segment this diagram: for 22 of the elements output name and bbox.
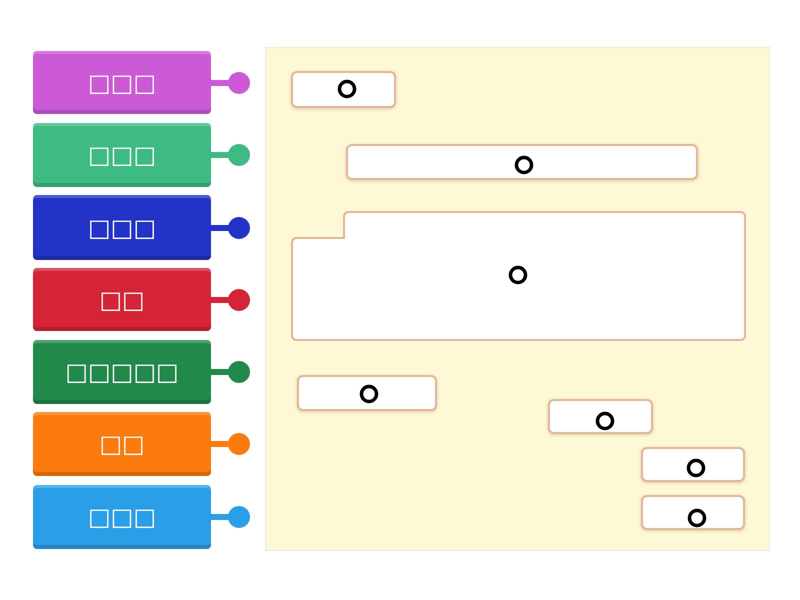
word-tile bbox=[33, 268, 211, 331]
tile-label: □□ bbox=[99, 430, 145, 458]
drop-slot bbox=[641, 495, 745, 530]
tile-label: □□□□□ bbox=[65, 358, 179, 386]
drop-slot bbox=[291, 71, 396, 108]
tile-label: □□ bbox=[99, 286, 145, 314]
tile-label: □□□ bbox=[88, 141, 156, 169]
word-tile bbox=[33, 485, 211, 549]
tile-label: □□□ bbox=[88, 503, 156, 531]
tile-label: □□□ bbox=[88, 68, 156, 96]
word-tile bbox=[33, 340, 211, 404]
tile-label: □□□ bbox=[88, 214, 156, 242]
drop-slot bbox=[297, 375, 437, 411]
drop-slot bbox=[291, 211, 746, 341]
word-tile bbox=[33, 412, 211, 476]
word-tile bbox=[33, 195, 211, 260]
drop-slot bbox=[548, 399, 653, 434]
word-tile bbox=[33, 51, 211, 114]
answer-board bbox=[265, 47, 770, 551]
drop-slot bbox=[346, 144, 698, 180]
drop-slot bbox=[641, 447, 745, 482]
word-tile bbox=[33, 123, 211, 187]
